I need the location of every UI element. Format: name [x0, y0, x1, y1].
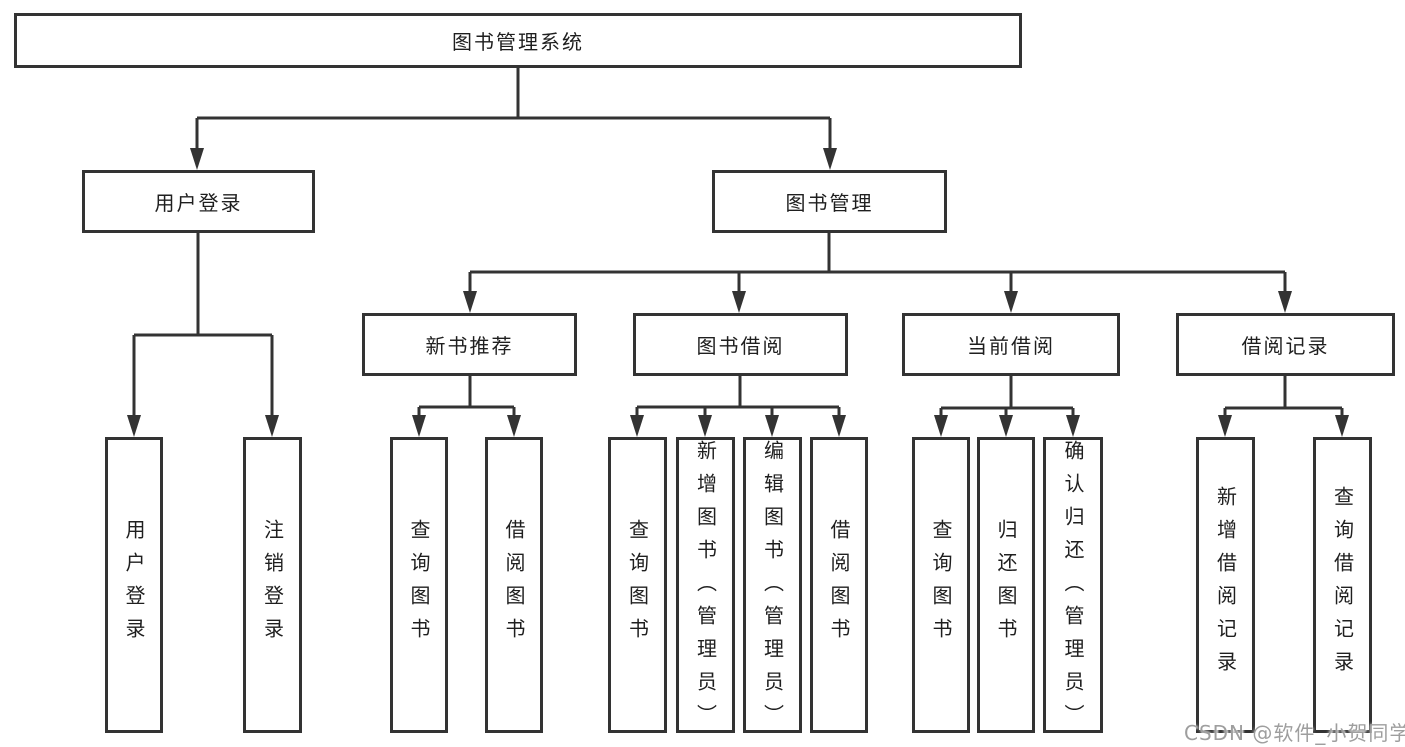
leaf-newbook-query-books: 查询图书 — [390, 437, 448, 733]
leaf-current-return-books: 归还图书 — [977, 437, 1035, 733]
leaf-borrow-add-books-admin: 新增图书（管理员） — [676, 437, 735, 737]
connector-borrow-records-to-leaves — [1218, 376, 1349, 437]
leaf-records-query-record: 查询借阅记录 — [1313, 437, 1372, 733]
connector-book-borrow-to-leaves — [630, 376, 846, 437]
node-book-manage: 图书管理 — [712, 170, 947, 233]
leaf-user-login: 用户登录 — [105, 437, 163, 733]
leaf-current-confirm-return-admin: 确认归还（管理员） — [1043, 437, 1103, 737]
csdn-watermark: CSDN @软件_小贺同学 — [1184, 721, 1405, 745]
node-user-login: 用户登录 — [82, 170, 315, 233]
connector-root-to-level2 — [190, 68, 837, 170]
leaf-current-query-books: 查询图书 — [912, 437, 970, 733]
connector-current-borrow-to-leaves — [934, 376, 1080, 437]
node-current-borrow: 当前借阅 — [902, 313, 1120, 376]
node-root-system: 图书管理系统 — [14, 13, 1022, 68]
node-borrow-records: 借阅记录 — [1176, 313, 1395, 376]
connector-book-manage-to-level3 — [463, 233, 1292, 313]
leaf-logout: 注销登录 — [243, 437, 302, 733]
node-new-book-recommend: 新书推荐 — [362, 313, 577, 376]
connector-new-book-to-leaves — [412, 376, 521, 437]
connector-user-login-to-leaves — [127, 233, 279, 437]
leaf-borrow-borrow-books: 借阅图书 — [810, 437, 868, 733]
leaf-records-add-record: 新增借阅记录 — [1196, 437, 1255, 733]
node-book-borrow: 图书借阅 — [633, 313, 848, 376]
leaf-newbook-borrow-books: 借阅图书 — [485, 437, 543, 733]
leaf-borrow-edit-books-admin: 编辑图书（管理员） — [743, 437, 802, 737]
leaf-borrow-query-books: 查询图书 — [608, 437, 667, 733]
